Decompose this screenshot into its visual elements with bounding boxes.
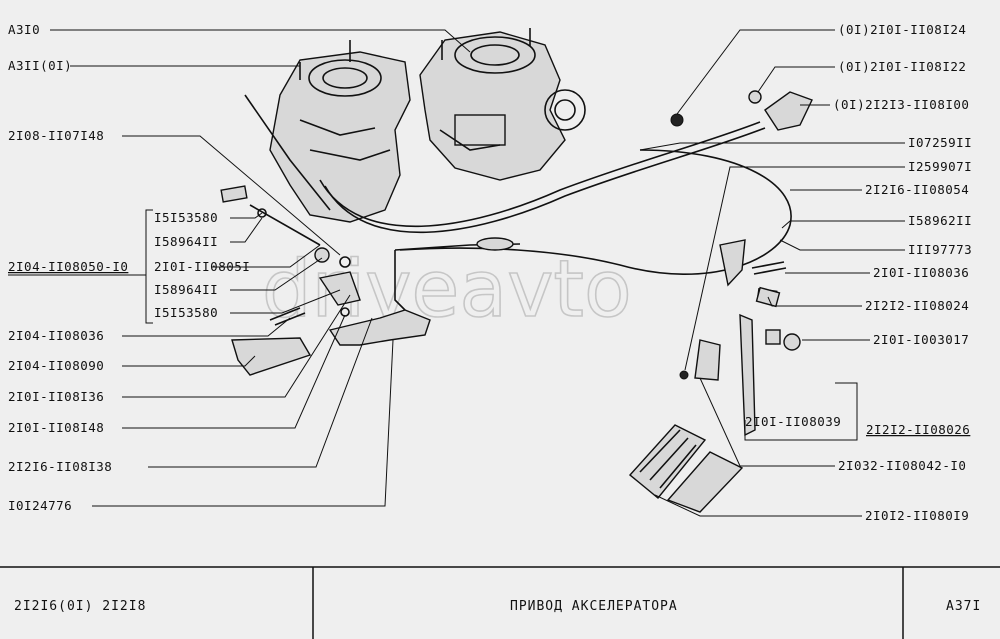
- label-r-1108100: (0I)2I2I3-II08I00: [833, 97, 969, 112]
- carburetor-assembly-illustration: [244, 28, 586, 223]
- right-labels: (0I)2I0I-II08I24 (0I)2I0I-II08I22 (0I)2I…: [745, 22, 972, 523]
- title-block-title: ПРИВОД АКСЕЛЕРАТОРА: [510, 599, 678, 614]
- label-r-1108124: (0I)2I0I-II08I24: [838, 22, 966, 37]
- leader-lines: [8, 29, 905, 517]
- label-158964-top: I58964II: [154, 234, 218, 249]
- label-r-107259: I07259II: [908, 135, 972, 150]
- label-r-1003017: 2I0I-I003017: [873, 332, 969, 347]
- label-10124776: I0I24776: [8, 498, 72, 513]
- label-r-1108024: 2I2I2-II08024: [865, 298, 969, 313]
- label-r-158962: I58962II: [908, 213, 972, 228]
- left-labels: А3I0 А3II(0I) 2I08-II07I48 I5I53580 I589…: [8, 22, 250, 513]
- label-2101-1108051: 2I0I-II0805I: [154, 259, 250, 274]
- pedal-assembly-illustration: [628, 90, 801, 513]
- label-2108-1107148: 2I08-II07I48: [8, 128, 104, 143]
- label-2104-1108050-10: 2I04-II08050-I0: [8, 259, 128, 274]
- label-r-111977: III97773: [908, 242, 972, 257]
- label-r-1108036: 2I0I-II08036: [873, 265, 969, 280]
- label-r-125990: I259907I: [908, 159, 972, 174]
- label-r-1108054: 2I2I6-II08054: [865, 182, 969, 197]
- label-r-1108122: (0I)2I0I-II08I22: [838, 59, 966, 74]
- label-r-1108042: 2I032-II08042-I0: [838, 458, 966, 473]
- label-a311: А3II(0I): [8, 58, 72, 73]
- label-21216-1108138: 2I2I6-II08I38: [8, 459, 112, 474]
- label-2101-1108148: 2I0I-II08I48: [8, 420, 104, 435]
- label-2101-1108136: 2I0I-II08I36: [8, 389, 104, 404]
- label-r-1108026: 2I2I2-II08026: [866, 422, 970, 437]
- label-r-1108019: 2I0I2-II080I9: [865, 508, 969, 523]
- label-15153580-bottom: I5I53580: [154, 305, 218, 320]
- title-block-sheet: А37I: [946, 599, 981, 614]
- label-158964-bottom: I58964II: [154, 282, 218, 297]
- label-2104-1108036: 2I04-II08036: [8, 328, 104, 343]
- label-2104-1108090: 2I04-II08090: [8, 358, 104, 373]
- label-a310: А3I0: [8, 22, 40, 37]
- throttle-linkage-illustration: [220, 185, 431, 376]
- label-15153580-top: I5I53580: [154, 210, 218, 225]
- title-block: 2I2I6(0I) 2I2I8 ПРИВОД АКСЕЛЕРАТОРА А37I: [0, 566, 1000, 639]
- title-block-models: 2I2I6(0I) 2I2I8: [14, 599, 146, 614]
- label-r-1108039: 2I0I-II08039: [745, 414, 841, 429]
- accelerator-cable-illustration: [319, 91, 813, 276]
